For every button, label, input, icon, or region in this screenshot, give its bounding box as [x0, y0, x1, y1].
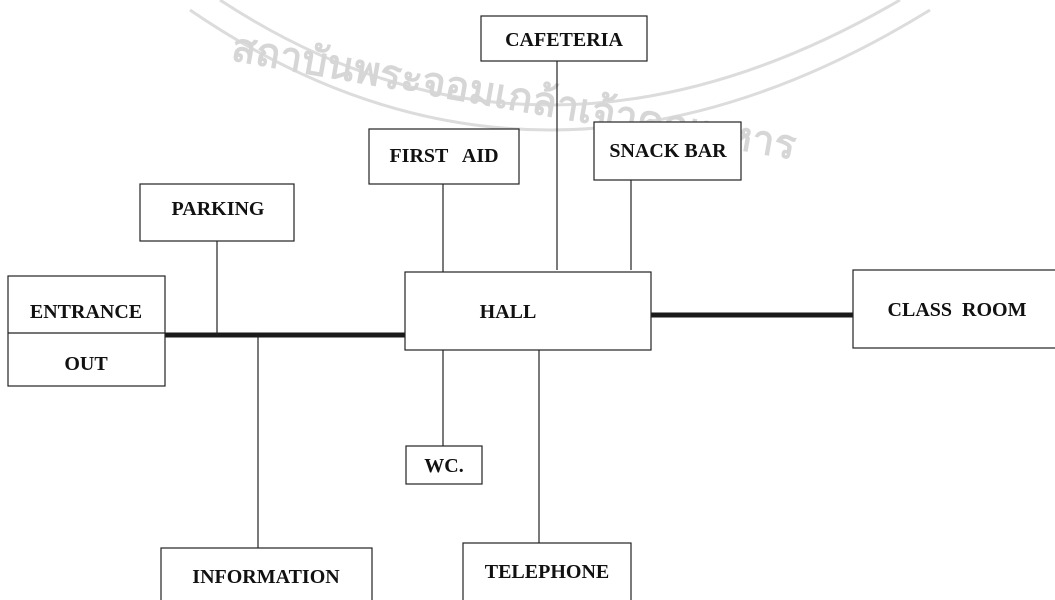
node-entrance-out: ENTRANCE OUT	[7, 275, 166, 387]
snack-bar-label: SNACK BAR	[609, 140, 727, 162]
wc-label: WC.	[424, 455, 463, 477]
entrance-label: ENTRANCE	[30, 301, 142, 323]
node-hall: HALL	[404, 271, 652, 351]
information-label: INFORMATION	[192, 566, 340, 588]
node-first-aid: FIRST AID	[368, 128, 520, 185]
parking-label: PARKING	[172, 198, 265, 220]
node-class-room: CLASS ROOM	[852, 269, 1055, 349]
node-snack-bar: SNACK BAR	[593, 121, 742, 181]
node-parking: PARKING	[139, 183, 295, 242]
connectors	[160, 61, 853, 548]
first-aid-label: FIRST AID	[389, 145, 498, 167]
hall-label: HALL	[480, 301, 537, 323]
node-telephone: TELEPHONE	[462, 542, 632, 600]
node-wc: WC.	[405, 445, 483, 485]
out-label: OUT	[64, 353, 108, 375]
cafeteria-label: CAFETERIA	[505, 29, 623, 51]
class-room-label: CLASS ROOM	[888, 299, 1027, 321]
node-cafeteria: CAFETERIA	[480, 15, 648, 62]
node-information: INFORMATION	[160, 547, 373, 600]
telephone-label: TELEPHONE	[485, 561, 609, 583]
